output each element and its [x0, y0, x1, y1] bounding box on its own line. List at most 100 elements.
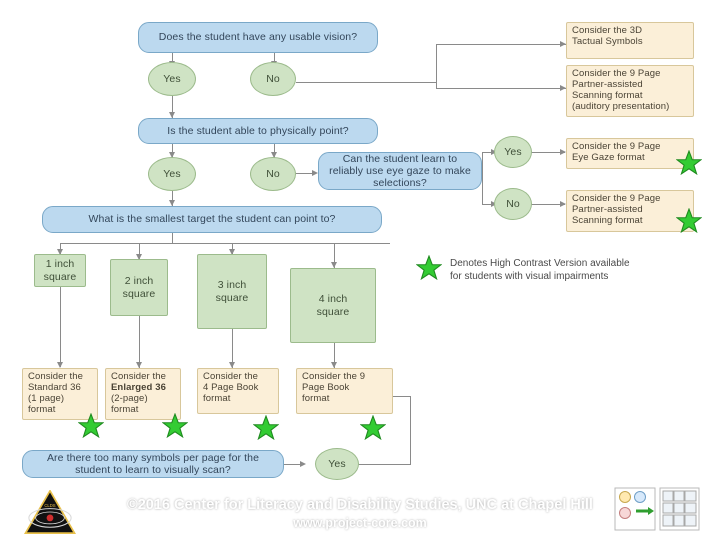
- outcome-line: Tactual Symbols: [572, 35, 643, 47]
- connector: [139, 316, 140, 368]
- legend-star-icon: [416, 255, 442, 281]
- connector: [296, 173, 316, 174]
- answer-label: Yes: [163, 167, 181, 180]
- legend-line: Denotes High Contrast Version available: [450, 258, 630, 269]
- target-line: square: [215, 291, 249, 304]
- connector: [436, 44, 566, 45]
- question-text: Are there too many symbols per page for …: [46, 451, 260, 476]
- outcome-line: Consider the 9: [302, 371, 366, 382]
- website-text: www.project-core.com: [293, 516, 427, 530]
- outcome-line: (1 page): [28, 392, 65, 404]
- target-3-inch-square[interactable]: 3 inch square: [197, 254, 267, 329]
- outcome-line: Consider the 3D: [572, 25, 643, 36]
- connector: [172, 144, 173, 158]
- connector: [60, 243, 390, 244]
- outcome-line: format: [203, 392, 231, 404]
- outcome-enlarged-36[interactable]: Consider the Enlarged 36 (2-page) format: [105, 368, 181, 420]
- outcome-line: Consider the: [28, 371, 84, 382]
- answer-label: Yes: [504, 145, 522, 158]
- high-contrast-star-icon: [253, 415, 279, 441]
- outcome-line: Scanning format: [572, 89, 643, 101]
- legend-line: for students with visual impairments: [450, 270, 609, 282]
- outcome-standard-36[interactable]: Consider the Standard 36 (1 page) format: [22, 368, 98, 420]
- high-contrast-star-icon: [78, 413, 104, 439]
- question-physically-point[interactable]: Is the student able to physically point?: [138, 118, 378, 144]
- connector: [436, 44, 437, 88]
- connector-arrow: [168, 152, 175, 158]
- connector: [172, 53, 173, 67]
- connector-arrow: [312, 169, 318, 176]
- question-usable-vision[interactable]: Does the student have any usable vision?: [138, 22, 378, 53]
- answer-q3-no[interactable]: No: [494, 188, 532, 220]
- connector: [436, 88, 566, 89]
- outcome-line: (auditory presentation): [572, 100, 670, 112]
- connector: [296, 82, 436, 83]
- outcome-line: Page Book: [302, 381, 350, 393]
- target-line: square: [43, 270, 77, 283]
- outcome-line: Eye Gaze format: [572, 151, 645, 163]
- question-too-many-symbols[interactable]: Are there too many symbols per page for …: [22, 450, 284, 478]
- answer-q2-yes[interactable]: Yes: [148, 157, 196, 191]
- connector: [334, 243, 335, 268]
- outcome-line: Consider the: [203, 371, 259, 382]
- answer-q1-yes[interactable]: Yes: [148, 62, 196, 96]
- high-contrast-star-icon: [360, 415, 386, 441]
- cldr-logo: CLDS: [24, 490, 76, 534]
- connector: [172, 191, 173, 206]
- connector: [531, 204, 565, 205]
- question-text: Is the student able to physically point?: [167, 124, 349, 137]
- connector: [393, 396, 411, 397]
- outcome-line: Consider the 9 Page: [572, 141, 661, 152]
- target-line: 4 inch: [318, 293, 348, 306]
- connector: [334, 343, 335, 368]
- answer-q3-yes[interactable]: Yes: [494, 136, 532, 168]
- connector: [172, 233, 173, 243]
- connector-arrow: [168, 112, 175, 118]
- target-4-inch-square[interactable]: 4 inch square: [290, 268, 376, 343]
- connector-arrow: [560, 200, 566, 207]
- answer-q5-yes[interactable]: Yes: [315, 448, 359, 480]
- outcome-9page-partner-assisted[interactable]: Consider the 9 Page Partner-assisted Sca…: [566, 190, 694, 232]
- connector-arrow: [330, 362, 337, 368]
- connector: [531, 152, 565, 153]
- outcome-line: Enlarged 36: [111, 381, 166, 393]
- connector: [283, 464, 303, 465]
- target-line: square: [316, 305, 350, 318]
- connector: [232, 329, 233, 368]
- answer-q1-no[interactable]: No: [250, 62, 296, 96]
- connector-arrow: [135, 254, 142, 260]
- outcome-4-page-book[interactable]: Consider the 4 Page Book format: [197, 368, 279, 414]
- connector-arrow: [56, 249, 63, 255]
- outcome-line: Partner-assisted: [572, 78, 643, 90]
- copyright-text: ©2016 Center for Literacy and Disability…: [127, 497, 593, 513]
- high-contrast-star-icon: [676, 208, 702, 234]
- question-eye-gaze[interactable]: Can the student learn to reliably use ey…: [318, 152, 482, 190]
- question-text: What is the smallest target the student …: [88, 213, 336, 226]
- connector: [172, 96, 173, 118]
- outcome-9-page-book[interactable]: Consider the 9 Page Book format: [296, 368, 393, 414]
- target-line: square: [122, 287, 156, 300]
- connector: [274, 53, 275, 67]
- connector: [482, 152, 483, 204]
- target-2-inch-square[interactable]: 2 inch square: [110, 259, 168, 316]
- project-core-symbol-logo: [614, 487, 700, 531]
- connector: [232, 243, 233, 254]
- outcome-line: Standard 36: [28, 381, 81, 393]
- connector: [356, 464, 411, 465]
- outcome-line: Partner-assisted: [572, 203, 643, 215]
- connector: [60, 287, 61, 367]
- outcome-9page-eye-gaze[interactable]: Consider the 9 Page Eye Gaze format: [566, 138, 694, 169]
- answer-label: Yes: [328, 457, 346, 470]
- question-text: Does the student have any usable vision?: [158, 31, 358, 44]
- connector-arrow: [300, 460, 306, 467]
- target-1-inch-square[interactable]: 1 inch square: [34, 254, 86, 287]
- answer-label: No: [506, 197, 520, 210]
- high-contrast-star-icon: [162, 413, 188, 439]
- outcome-line: Consider the 9 Page: [572, 68, 661, 79]
- outcome-line: Consider the 9 Page: [572, 193, 661, 204]
- outcome-9page-partner-assisted-auditory[interactable]: Consider the 9 Page Partner-assisted Sca…: [566, 65, 694, 117]
- question-smallest-target[interactable]: What is the smallest target the student …: [42, 206, 382, 233]
- answer-q2-no[interactable]: No: [250, 157, 296, 191]
- outcome-3d-tactual-symbols[interactable]: Consider the 3D Tactual Symbols: [566, 22, 694, 59]
- connector: [139, 243, 140, 259]
